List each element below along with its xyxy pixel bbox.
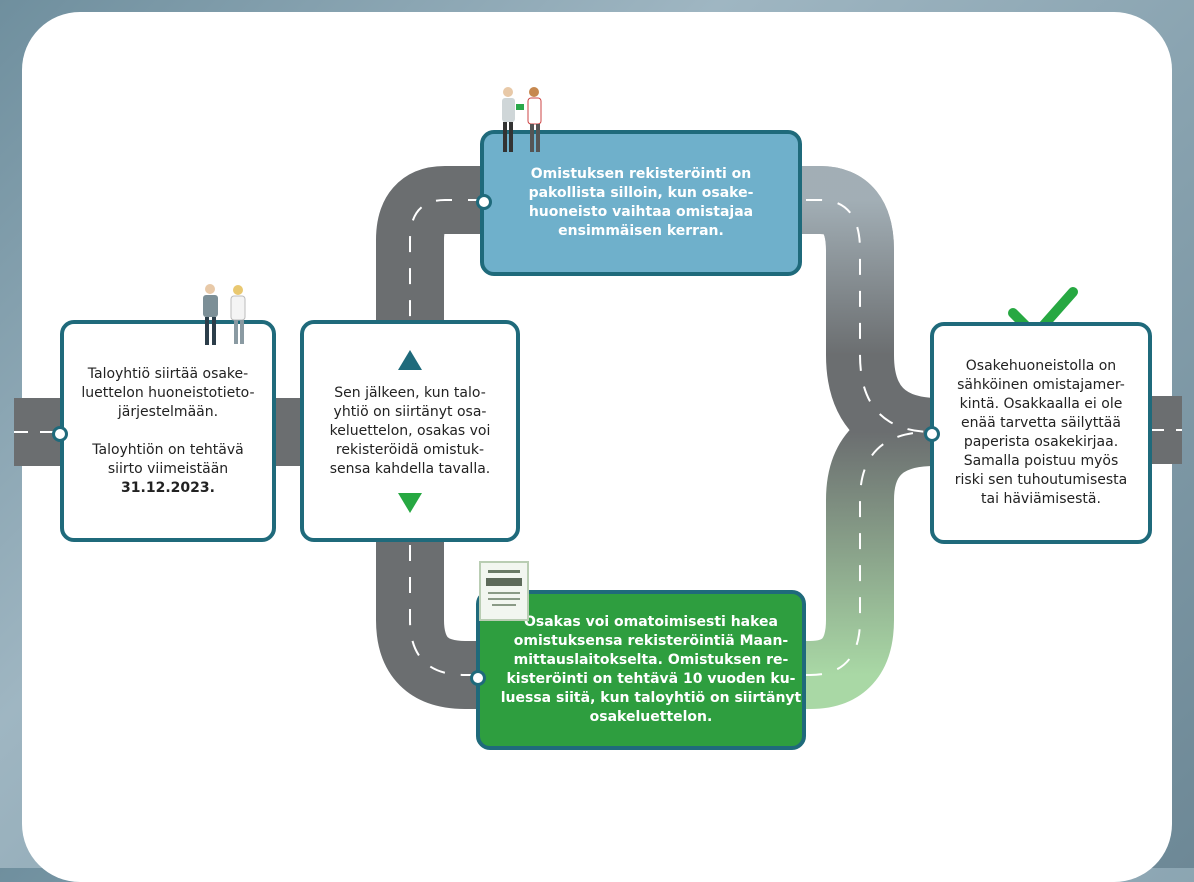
node-option-top [476,194,492,210]
step-2-box: Sen jälkeen, kun talo- yhtiö on siirtäny… [300,320,520,542]
step-1-text: Taloyhtiö siirtää osake- luettelon huone… [81,365,255,420]
option-top-text: Omistuksen rekisteröinti on pakollista s… [528,166,754,239]
result-box: Osakehuoneistolla on sähköinen omistajam… [930,322,1152,544]
step-1-deadline-date: 31.12.2023. [121,479,215,496]
option-bottom-text: Osakas voi omatoimisesti hakea omistukse… [500,614,802,725]
right-road [1148,396,1182,464]
step-1-box: Taloyhtiö siirtää osake- luettelon huone… [60,320,276,542]
node-option-bottom [470,670,486,686]
arrow-up-icon [398,349,422,370]
result-text: Osakehuoneistolla on sähköinen omistajam… [954,358,1128,507]
people-pair-icon [203,284,246,345]
option-top-box: Omistuksen rekisteröinti on pakollista s… [480,130,802,276]
node-step-1 [52,426,68,442]
node-result [924,426,940,442]
option-bottom-box: Osakas voi omatoimisesti hakea omistukse… [476,590,806,750]
left-loop-road [376,166,490,709]
step-2-text: Sen jälkeen, kun talo- yhtiö on siirtäny… [329,384,491,477]
right-loop-road [800,166,938,709]
certificate-document-icon [479,561,529,621]
arrow-down-icon [398,492,422,513]
people-handover-icon [502,87,542,152]
step-1-deadline-text: Taloyhtiön on tehtävä siirto viimeistään [92,441,244,477]
